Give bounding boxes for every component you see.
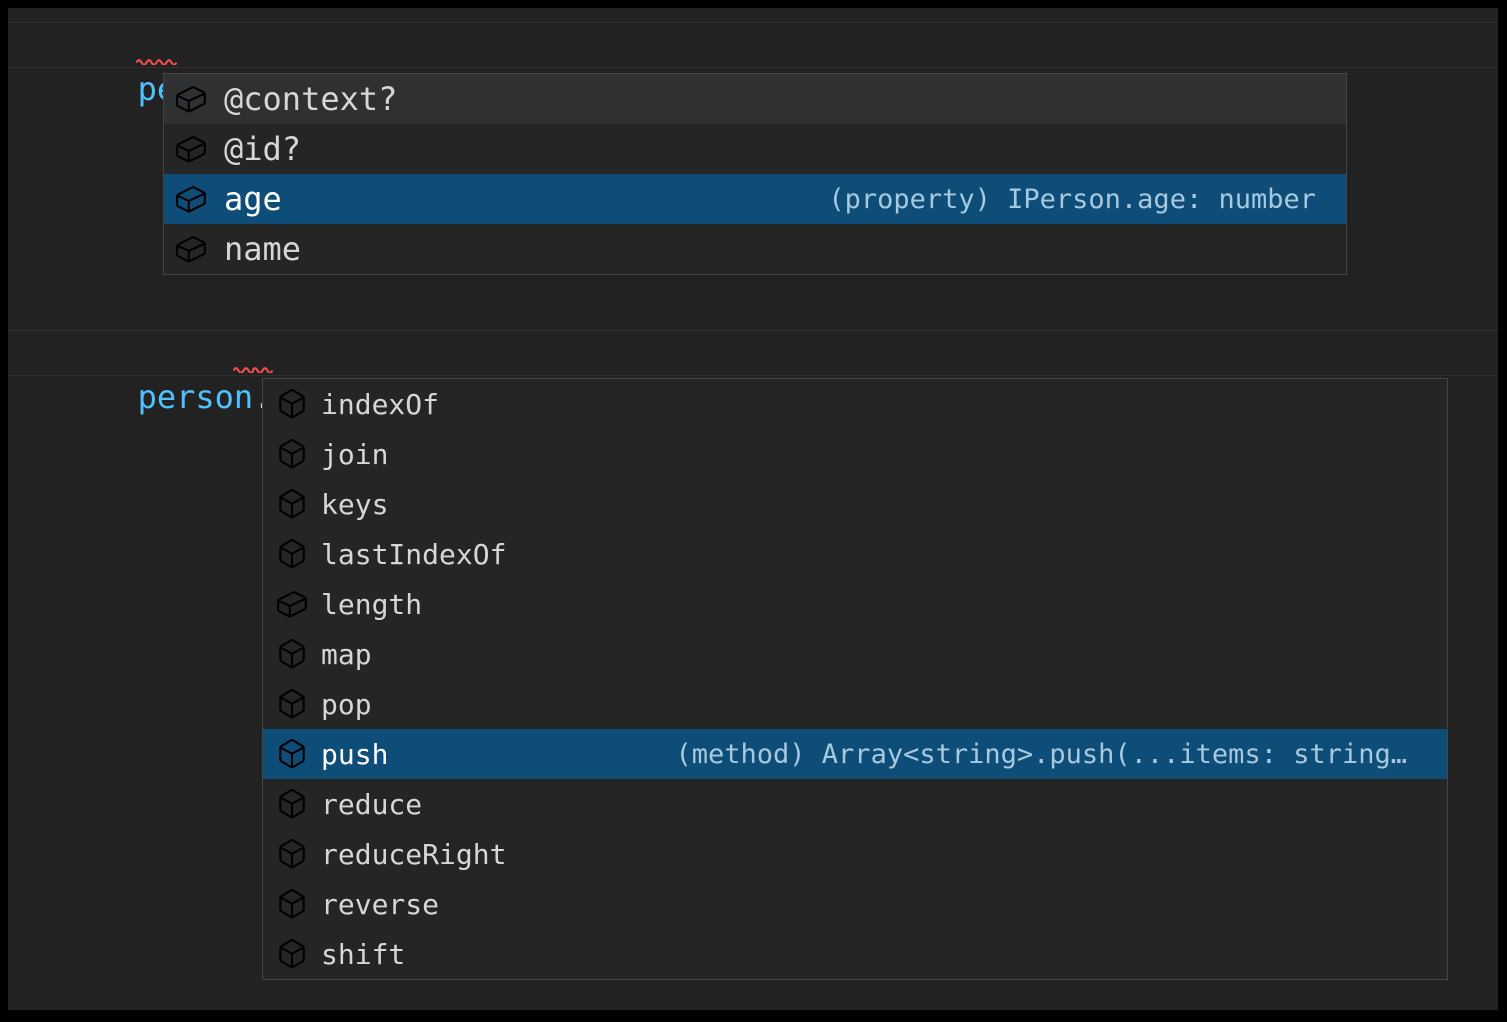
symbol-method-icon [275,887,309,921]
symbol-method-icon [275,687,309,721]
suggest-item-label: map [321,638,372,671]
symbol-method-icon [275,437,309,471]
symbol-field-icon [174,132,208,166]
suggest-item-context[interactable]: @context? [164,74,1346,124]
error-squiggle-icon [233,365,254,373]
suggest-item-lastindexof[interactable]: lastIndexOf [263,529,1447,579]
code-line-2[interactable]: person.name.; [8,330,1498,376]
symbol-field-icon [174,232,208,266]
suggest-item-detail: (property) IPerson.age: number [828,184,1316,215]
suggest-item-label: pop [321,688,372,721]
symbol-method-icon [275,537,309,571]
suggest-item-label: keys [321,488,388,521]
error-squiggle-icon [136,57,157,65]
suggest-item-label: length [321,588,422,621]
suggest-item-label: age [224,180,282,218]
suggest-widget-2: indexOf join keys lastIndexOf length map [262,378,1448,980]
suggest-item-length[interactable]: length [263,579,1447,629]
suggest-item-id[interactable]: @id? [164,124,1346,174]
suggest-item-label: indexOf [321,388,439,421]
symbol-method-icon [275,837,309,871]
symbol-method-icon [275,737,309,771]
suggest-item-label: @id? [224,130,301,168]
symbol-method-icon [275,937,309,971]
error-squiggle-icon [156,57,177,65]
suggest-item-label: lastIndexOf [321,538,506,571]
suggest-item-label: reduce [321,788,422,821]
suggest-item-keys[interactable]: keys [263,479,1447,529]
suggest-item-name[interactable]: name [164,224,1346,274]
suggest-item-indexof[interactable]: indexOf [263,379,1447,429]
suggest-item-label: shift [321,938,405,971]
suggest-item-label: name [224,230,301,268]
code-line-1[interactable]: person.; [8,22,1498,68]
suggest-item-join[interactable]: join [263,429,1447,479]
symbol-field-icon [174,182,208,216]
symbol-method-icon [275,637,309,671]
suggest-item-age[interactable]: age (property) IPerson.age: number [164,174,1346,224]
suggest-item-push[interactable]: push (method) Array<string>.push(...item… [263,729,1447,779]
suggest-item-pop[interactable]: pop [263,679,1447,729]
suggest-item-detail: (method) Array<string>.push(...items: st… [676,739,1408,770]
error-squiggle-icon [252,365,273,373]
suggest-widget-1: @context? @id? age (property) IPerson.ag… [163,73,1347,275]
suggest-item-label: reverse [321,888,439,921]
suggest-item-label: reduceRight [321,838,506,871]
token-variable: person [138,378,254,416]
symbol-method-icon [275,487,309,521]
symbol-field-icon [174,82,208,116]
symbol-method-icon [275,387,309,421]
suggest-item-reverse[interactable]: reverse [263,879,1447,929]
suggest-item-shift[interactable]: shift [263,929,1447,979]
symbol-field-icon [275,587,309,621]
suggest-item-map[interactable]: map [263,629,1447,679]
code-editor[interactable]: person.; @context? @id? age (property) I… [8,8,1498,1010]
suggest-item-label: join [321,438,388,471]
suggest-item-label: @context? [224,80,397,118]
suggest-item-reduce[interactable]: reduce [263,779,1447,829]
suggest-item-reduceright[interactable]: reduceRight [263,829,1447,879]
symbol-method-icon [275,787,309,821]
suggest-item-label: push [321,738,388,771]
